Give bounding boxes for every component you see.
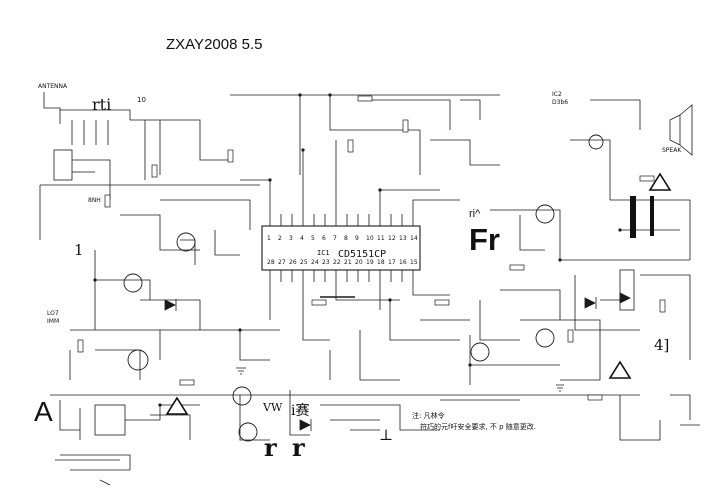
- label-a: A: [34, 396, 53, 427]
- ic1-pin-bottom-16: 16: [399, 259, 407, 266]
- ic1-pin-bottom-20: 20: [355, 259, 363, 266]
- label-r-left: r: [264, 433, 277, 462]
- ic1-pin-top-5: 5: [311, 235, 315, 242]
- ic1-ref: IC1: [317, 249, 330, 257]
- ic1-pin-top-9: 9: [355, 235, 359, 242]
- ic1-pin-bottom-19: 19: [366, 259, 374, 266]
- label-lo7: LO7: [47, 310, 59, 317]
- ic1-pin-top-10: 10: [366, 235, 374, 242]
- ic1-pin-bottom-28: 28: [267, 259, 275, 266]
- label-8nh: 8NH: [88, 197, 101, 204]
- ic1-pin-bottom-22: 22: [333, 259, 341, 266]
- ic1-pin-bottom-25: 25: [300, 259, 308, 266]
- label-d3b6: D3b6: [552, 99, 569, 106]
- ic1-pin-bottom-27: 27: [278, 259, 286, 266]
- ic1-pin-bottom-23: 23: [322, 259, 330, 266]
- note-line-1: 注: 凡林令: [412, 412, 445, 420]
- label-four: 4]: [654, 336, 670, 354]
- ic1-pin-top-2: 2: [278, 235, 282, 242]
- label-vw: VW: [263, 401, 283, 414]
- ic1-pin-bottom-17: 17: [388, 259, 396, 266]
- note-line-2: 符巧的元f吁安全要求, 不 p 随意更改.: [420, 423, 537, 431]
- ic1-pin-top-3: 3: [289, 235, 293, 242]
- ic1-pin-bottom-18: 18: [377, 259, 385, 266]
- label-one: 1: [74, 241, 84, 259]
- ic1-pin-bottom-24: 24: [311, 259, 319, 266]
- ic1-pin-bottom-21: 21: [344, 259, 352, 266]
- label-speaker: SPEAK: [662, 147, 682, 154]
- ic1-pin-top-14: 14: [410, 235, 418, 242]
- ic1-pin-top-13: 13: [399, 235, 407, 242]
- label-antenna: ANTENNA: [38, 83, 68, 90]
- label-ic2: IC2: [552, 91, 562, 98]
- label-i-sai: i赛: [291, 403, 310, 419]
- ic1-pin-top-11: 11: [377, 235, 385, 242]
- label-ten: 10: [137, 96, 146, 104]
- ic1-pin-top-12: 12: [388, 235, 396, 242]
- diagram-title: ZXAY2008 5.5: [166, 36, 263, 53]
- label-r-right: r: [292, 433, 305, 462]
- label-ri: ri^: [469, 208, 481, 220]
- label-imm: IMM: [47, 318, 60, 325]
- ic1-pin-bottom-15: 15: [410, 259, 418, 266]
- label-tee: ⊥: [379, 426, 394, 444]
- label-rti: rti: [92, 95, 112, 114]
- ic1-pin-top-4: 4: [300, 235, 304, 242]
- ic1-pin-top-7: 7: [333, 235, 337, 242]
- ic1-pin-top-6: 6: [322, 235, 326, 242]
- ic1-part-name: CD5151CP: [338, 249, 387, 260]
- ic1-pin-top-8: 8: [344, 235, 348, 242]
- label-fr: Fr: [469, 222, 500, 257]
- ic1-pin-bottom-26: 26: [289, 259, 297, 266]
- ic1-pin-top-1: 1: [267, 235, 271, 242]
